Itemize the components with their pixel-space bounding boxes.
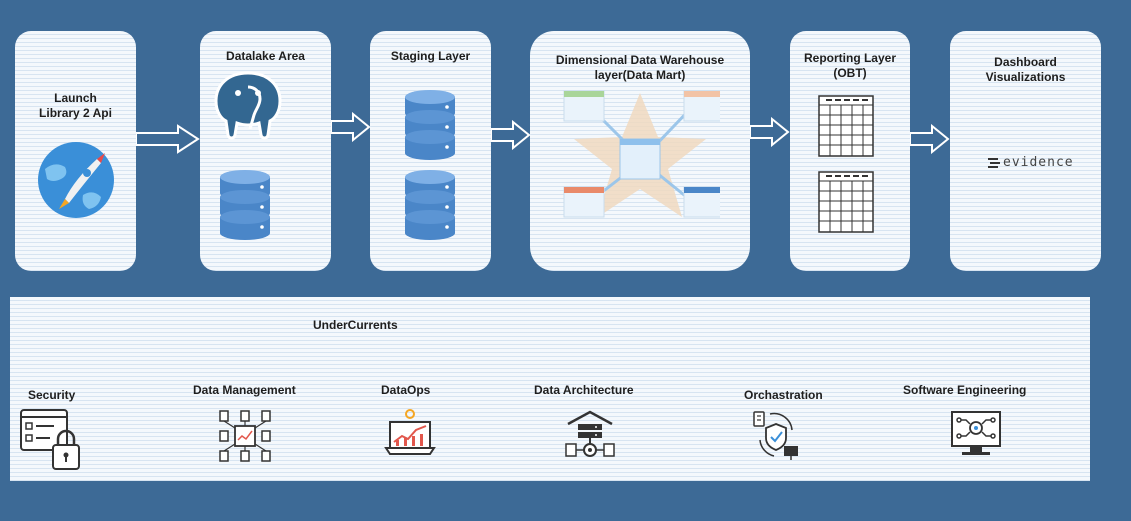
flow-arrow-icon bbox=[136, 124, 200, 154]
undercurrent-dataops-label: DataOps bbox=[381, 383, 431, 397]
reporting-label-line2: (OBT) bbox=[833, 66, 867, 80]
launch-card: Launch Library 2 Api bbox=[15, 31, 136, 271]
database-icon bbox=[405, 170, 455, 240]
staging-card: Staging Layer bbox=[370, 31, 491, 271]
table-grid-icon bbox=[818, 171, 874, 233]
reporting-card: Reporting Layer (OBT) bbox=[790, 31, 910, 271]
flow-arrow-icon bbox=[750, 117, 790, 147]
warehouse-label-line2: layer(Data Mart) bbox=[594, 68, 686, 82]
undercurrent-software-engineering-label: Software Engineering bbox=[903, 383, 1027, 397]
datalake-card: Datalake Area bbox=[200, 31, 331, 271]
launch-label-line2: Library 2 Api bbox=[39, 106, 112, 120]
security-checklist-lock-icon bbox=[20, 409, 80, 470]
dashboard-label-line2: Visualizations bbox=[985, 70, 1066, 84]
star-schema-icon bbox=[563, 90, 720, 218]
evidence-logo-text: evidence bbox=[1003, 155, 1074, 170]
staging-label: Staging Layer bbox=[390, 49, 471, 63]
undercurrents-panel bbox=[10, 297, 1090, 481]
dataops-laptop-chart-icon bbox=[384, 409, 436, 455]
launch-label-line1: Launch bbox=[54, 91, 97, 105]
datalake-label: Datalake Area bbox=[226, 49, 305, 63]
database-icon bbox=[220, 170, 270, 240]
dashboard-card: Dashboard Visualizations bbox=[950, 31, 1101, 271]
flow-arrow-icon bbox=[910, 124, 950, 154]
postgresql-elephant-icon bbox=[214, 71, 282, 140]
undercurrent-data-management-label: Data Management bbox=[193, 383, 296, 397]
undercurrent-security-label: Security bbox=[28, 388, 76, 402]
undercurrent-orchestration-label: Orchastration bbox=[744, 388, 823, 402]
database-icon bbox=[405, 90, 455, 160]
dashboard-label-line1: Dashboard bbox=[994, 55, 1057, 69]
rocket-globe-icon bbox=[38, 142, 114, 218]
flow-arrow-icon bbox=[491, 120, 531, 150]
undercurrents-title: UnderCurrents bbox=[313, 318, 398, 332]
warehouse-card: Dimensional Data Warehouse layer(Data Ma… bbox=[530, 31, 750, 271]
table-grid-icon bbox=[818, 95, 874, 157]
undercurrent-data-architecture-label: Data Architecture bbox=[534, 383, 634, 397]
data-management-icon bbox=[219, 410, 271, 462]
evidence-logo-icon bbox=[988, 158, 1000, 168]
software-engineering-monitor-icon bbox=[951, 411, 1001, 455]
data-architecture-server-icon bbox=[565, 410, 615, 457]
flow-arrow-icon bbox=[331, 112, 371, 142]
orchestration-shield-cycle-icon bbox=[753, 411, 798, 460]
warehouse-label-line1: Dimensional Data Warehouse bbox=[555, 53, 725, 67]
reporting-label-line1: Reporting Layer bbox=[803, 51, 896, 65]
